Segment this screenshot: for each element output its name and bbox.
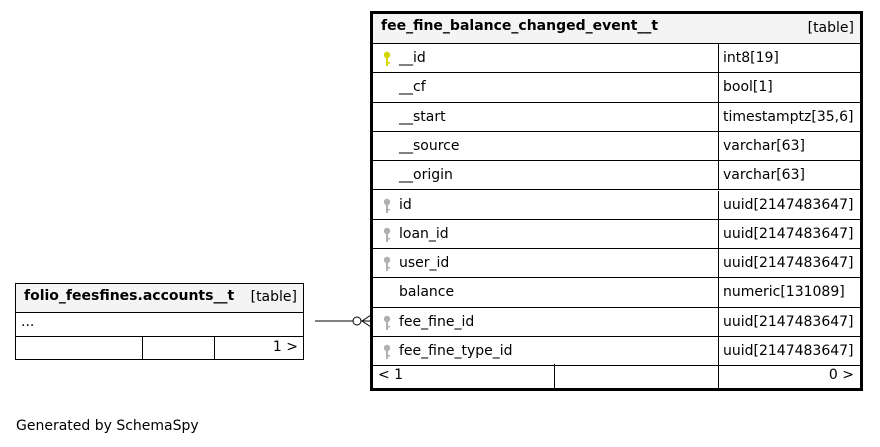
column-name-cell: balance (373, 278, 719, 307)
column-type: bool[1] (723, 79, 773, 96)
children-count[interactable]: 0 > (828, 367, 854, 383)
table-footer: < 1 0 > (373, 364, 860, 388)
column-name-cell: loan_id (373, 219, 719, 249)
index-key-icon (383, 227, 391, 242)
column-name[interactable]: __origin (399, 167, 453, 184)
primary-key-icon (383, 51, 391, 66)
footer-spacer (555, 364, 719, 388)
index-key-icon (383, 344, 391, 359)
column-name-cell: __cf (373, 73, 719, 102)
table-folio-feesfines-accounts[interactable]: folio_feesfines.accounts__t [table] ... … (15, 283, 304, 360)
column-row[interactable]: __start timestamptz[35,6] (373, 102, 860, 132)
column-type: numeric[131089] (723, 284, 845, 301)
table-name[interactable]: folio_feesfines.accounts__t (24, 288, 235, 304)
ellipsis: ... (21, 314, 35, 330)
children-cell: 0 > (719, 364, 860, 388)
column-name-cell: __id (373, 44, 719, 73)
column-type: int8[19] (723, 50, 779, 66)
column-row[interactable]: loan_id uuid[2147483647] (373, 219, 860, 250)
column-row[interactable]: user_id uuid[2147483647] (373, 249, 860, 279)
column-name-cell: __start (373, 102, 719, 131)
table-footer: 1 > (16, 337, 303, 360)
column-type: timestamptz[35,6] (723, 108, 854, 125)
column-type: varchar[63] (723, 137, 805, 154)
column-name-cell: user_id (373, 249, 719, 278)
column-row[interactable]: __source varchar[63] (373, 131, 860, 162)
column-name-cell: fee_fine_id (373, 307, 719, 336)
column-name[interactable]: fee_fine_type_id (399, 343, 513, 359)
column-name-cell: fee_fine_type_id (373, 337, 719, 366)
table-fee-fine-balance-changed-event[interactable]: fee_fine_balance_changed_event__t [table… (370, 11, 863, 391)
column-name[interactable]: __id (399, 50, 426, 66)
columns-collapsed: ... (16, 313, 303, 337)
column-row[interactable]: __cf bool[1] (373, 73, 860, 103)
table-kind: [table] (807, 20, 854, 36)
column-name[interactable]: balance (399, 284, 455, 301)
children-cell: 1 > (215, 337, 303, 360)
column-name[interactable]: loan_id (399, 225, 449, 242)
column-row[interactable]: __origin varchar[63] (373, 161, 860, 191)
parents-cell: < 1 (373, 364, 555, 388)
column-row[interactable]: __id int8[19] (373, 44, 860, 74)
column-type: uuid[2147483647] (723, 313, 854, 330)
column-name-cell: __source (373, 131, 719, 161)
table-header: folio_feesfines.accounts__t [table] (16, 284, 303, 313)
column-row[interactable]: fee_fine_id uuid[2147483647] (373, 307, 860, 337)
column-type: varchar[63] (723, 167, 805, 184)
column-row[interactable]: fee_fine_type_id uuid[2147483647] (373, 337, 860, 367)
column-name[interactable]: id (399, 196, 412, 213)
column-type: uuid[2147483647] (723, 196, 854, 213)
index-key-icon (383, 256, 391, 272)
column-name[interactable]: __start (399, 108, 446, 125)
column-type: uuid[2147483647] (723, 255, 854, 272)
column-name-cell: id (373, 190, 719, 219)
generator-credit: Generated by SchemaSpy (16, 418, 199, 434)
table-header: fee_fine_balance_changed_event__t [table… (373, 14, 860, 44)
column-name-cell: __origin (373, 161, 719, 190)
table-name[interactable]: fee_fine_balance_changed_event__t (381, 18, 659, 34)
column-name[interactable]: __cf (399, 79, 426, 96)
index-key-icon (383, 198, 391, 213)
column-row[interactable]: id uuid[2147483647] (373, 190, 860, 220)
column-name[interactable]: user_id (399, 255, 450, 272)
column-type: uuid[2147483647] (723, 225, 854, 242)
parents-cell (16, 337, 143, 360)
index-key-icon (383, 315, 391, 330)
column-name[interactable]: __source (399, 137, 460, 154)
column-type: uuid[2147483647] (723, 343, 854, 359)
column-row[interactable]: balance numeric[131089] (373, 278, 860, 308)
table-kind: [table] (250, 289, 297, 305)
children-count[interactable]: 1 > (272, 339, 298, 355)
footer-spacer (143, 337, 215, 360)
column-name[interactable]: fee_fine_id (399, 313, 475, 330)
parents-count[interactable]: < 1 (378, 367, 404, 383)
